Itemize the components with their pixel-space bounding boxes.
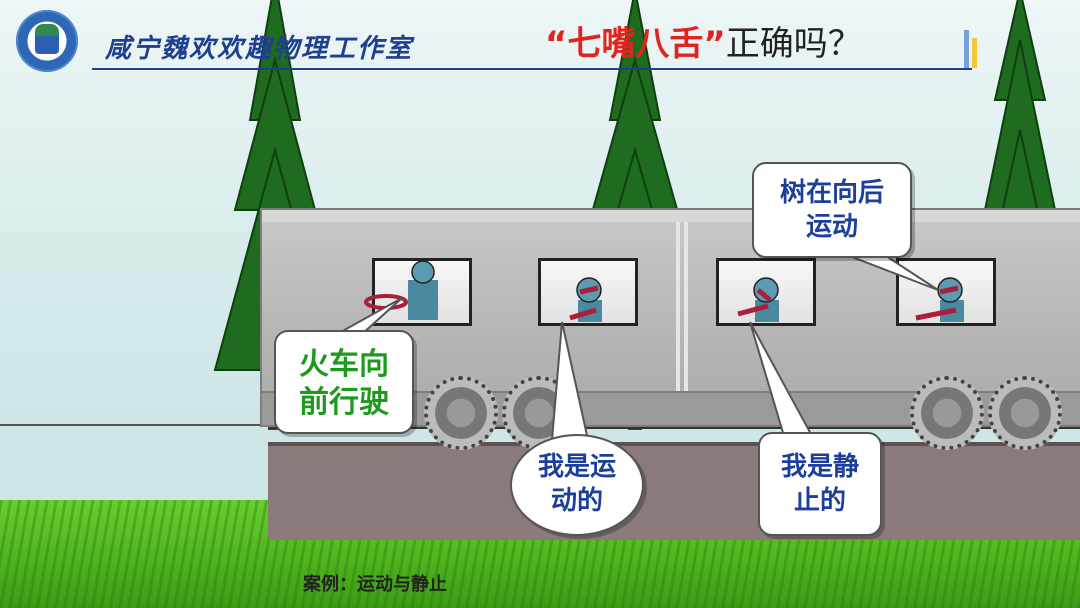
passenger-observer (915, 277, 964, 322)
bubble-i-am-moving-line1: 我是运 (537, 452, 616, 482)
page-title: “七嘴八舌”正确吗？ (545, 16, 862, 65)
bubble-train-forward-line2: 前行驶 (299, 385, 389, 420)
bubble-i-am-still-line2: 止的 (793, 486, 846, 516)
train-wheel-1 (424, 376, 498, 450)
bubble-i-am-moving-line2: 动的 (550, 486, 603, 516)
studio-name: 咸宁魏欢欢趣物理工作室 (105, 34, 414, 64)
bubble-train-forward: 火车向 前行驶 (274, 330, 414, 434)
train-wheel-3 (910, 376, 984, 450)
bubble-trees-backward-line1: 树在向后 (779, 178, 884, 208)
bubble-i-am-still-line1: 我是静 (780, 452, 859, 482)
bubble-trees-backward: 树在向后 运动 (752, 162, 912, 258)
train-wheel-4 (988, 376, 1062, 450)
track-line (0, 424, 268, 426)
header-divider (92, 68, 972, 70)
bubble-i-am-moving: 我是运 动的 (510, 434, 644, 536)
tail-i-am-moving (550, 321, 590, 441)
passenger-moving (569, 277, 602, 322)
station-platform (268, 442, 1080, 540)
decor-bars (964, 30, 980, 68)
bubble-train-forward-line1: 火车向 (299, 347, 389, 382)
bubble-i-am-still: 我是静 止的 (758, 432, 882, 536)
studio-logo (16, 10, 78, 72)
tail-i-am-still (749, 321, 814, 437)
title-question: 正确吗？ (725, 24, 862, 64)
driver-figure (364, 260, 438, 320)
case-caption: 案例：运动与静止 (303, 574, 447, 595)
bubble-trees-backward-line2: 运动 (805, 212, 858, 242)
title-quote: “七嘴八舌” (545, 24, 726, 64)
passenger-still (737, 277, 779, 322)
